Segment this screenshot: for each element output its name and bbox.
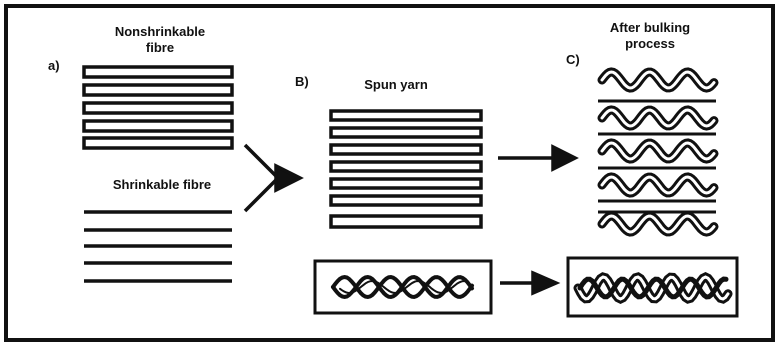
panel-b-marker: B)	[295, 74, 309, 89]
twisted-strand	[331, 274, 474, 300]
crimped-fibre-core	[600, 70, 716, 90]
crimped-fibre-core	[600, 141, 716, 161]
merge-arrow	[243, 143, 304, 213]
yarn-fibre	[329, 126, 483, 139]
bulked-strand-core	[576, 275, 730, 301]
bulked-yarn-box	[566, 256, 739, 318]
twisted-strands	[331, 274, 474, 300]
bulked-strands	[573, 272, 733, 304]
yarn-fibre	[329, 160, 483, 173]
spun-yarn-group	[329, 109, 483, 229]
panel-c-marker: C)	[566, 52, 580, 67]
crimped-fibre-core	[600, 175, 716, 195]
bulked-yarn-group	[597, 67, 719, 237]
crimped-fibre-core	[600, 214, 716, 234]
panel-a-marker: a)	[48, 58, 60, 73]
nonshrinkable-fibre	[82, 119, 234, 133]
yarn-fibre	[329, 143, 483, 156]
spun-yarn-title: Spun yarn	[364, 77, 428, 92]
after-bulking-title-line2: process	[625, 36, 675, 51]
shrinkable-fibre-group	[84, 210, 232, 283]
arrow-to-bulked	[498, 144, 579, 172]
crimped-fibres	[597, 67, 719, 237]
bulked-strand	[577, 276, 729, 300]
twisted-yarn-box	[313, 259, 493, 315]
nonshrinkable-title-line1: Nonshrinkable	[114, 24, 206, 39]
after-bulking-title-line1: After bulking	[609, 20, 691, 35]
shrinkable-title: Shrinkable fibre	[112, 177, 212, 192]
yarn-fibre	[329, 177, 483, 190]
arrow-bottom	[500, 270, 561, 296]
nonshrinkable-fibre-group	[82, 65, 234, 150]
nonshrinkable-title-line2: fibre	[145, 40, 175, 55]
nonshrinkable-fibre	[82, 65, 234, 79]
nonshrinkable-fibre	[82, 136, 234, 150]
yarn-fibre	[329, 214, 483, 229]
nonshrinkable-fibre	[82, 101, 234, 115]
yarn-fibre	[329, 109, 483, 122]
twisted-strand	[339, 279, 469, 295]
crimped-fibre-core	[600, 108, 716, 128]
nonshrinkable-fibre	[82, 83, 234, 97]
yarn-fibre	[329, 194, 483, 207]
